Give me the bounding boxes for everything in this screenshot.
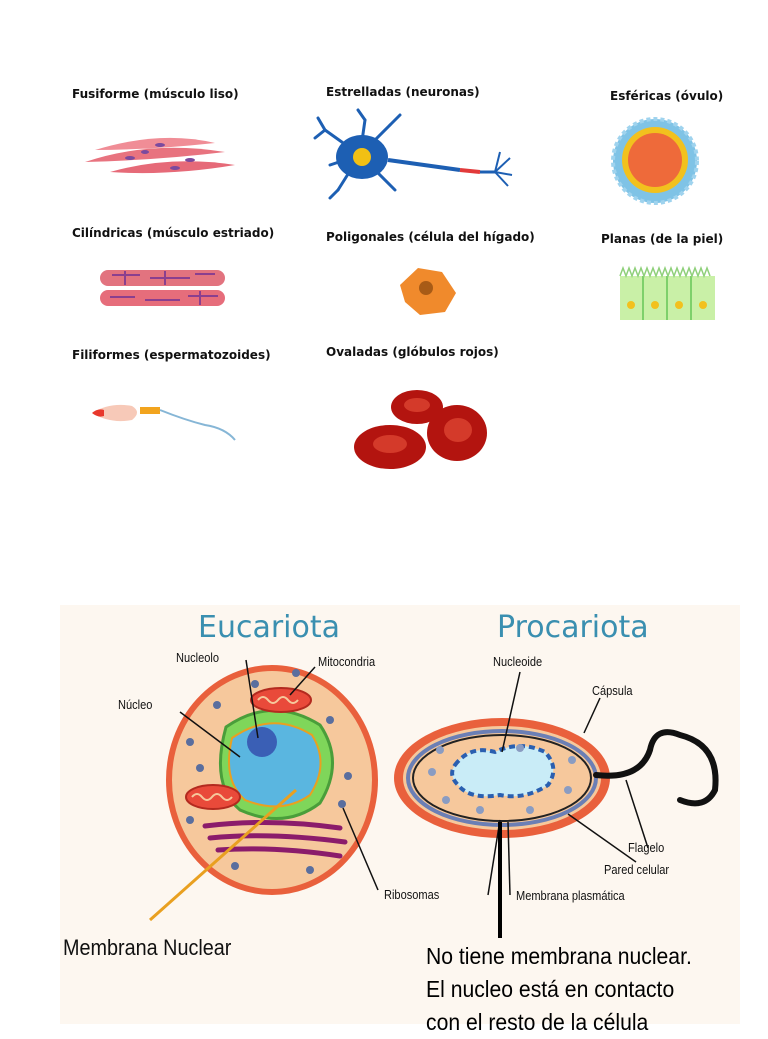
- label-mitocondria: Mitocondria: [318, 654, 376, 669]
- eukaryotic-cell-illustration: [166, 665, 378, 895]
- nuclear-membrane-pointer: [149, 788, 297, 922]
- sperm-cell-illustration: [92, 404, 236, 441]
- striated-muscle-illustration: [100, 270, 225, 306]
- label-flagelo: Flagelo: [628, 840, 665, 855]
- callout-lines: [179, 659, 649, 896]
- eucariota-title: Eucariota: [198, 610, 341, 645]
- label-ovaladas: Ovaladas (glóbulos rojos): [326, 345, 499, 359]
- prokaryotic-cell-illustration: [394, 718, 719, 838]
- label-ribosomas: Ribosomas: [384, 887, 440, 902]
- label-esfericas: Esféricas (óvulo): [610, 89, 724, 103]
- flat-epithelial-cells-illustration: [619, 265, 715, 320]
- label-cilindricas: Cilíndricas (músculo estriado): [72, 226, 275, 240]
- neuron-illustration: [313, 108, 513, 200]
- procariota-title: Procariota: [497, 610, 649, 645]
- note-line-3: con el resto de la célula: [426, 1009, 649, 1035]
- smooth-muscle-cells-illustration: [85, 137, 235, 174]
- note-line-2: El nucleo está en contacto: [426, 976, 675, 1002]
- label-filiformes: Filiformes (espermatozoides): [72, 348, 271, 362]
- liver-cell-illustration: [400, 268, 456, 315]
- label-nucleoide: Nucleoide: [493, 654, 543, 669]
- no-nuclear-membrane-note: No tiene membrana nuclear. El nucleo est…: [426, 940, 692, 1039]
- label-capsula: Cápsula: [592, 683, 633, 698]
- red-blood-cells-illustration: [354, 390, 487, 469]
- ovum-illustration: [611, 117, 699, 205]
- label-membrana-plasmatica: Membrana plasmática: [516, 888, 625, 903]
- label-estrelladas: Estrelladas (neuronas): [326, 85, 480, 99]
- label-fusiforme: Fusiforme (músculo liso): [72, 87, 239, 101]
- label-nucleolo: Nucleolo: [176, 650, 220, 665]
- label-poligonales: Poligonales (célula del hígado): [326, 230, 535, 244]
- note-line-1: No tiene membrana nuclear.: [426, 943, 692, 969]
- label-pared-celular: Pared celular: [604, 862, 670, 877]
- label-membrana-nuclear: Membrana Nuclear: [63, 935, 232, 960]
- label-nucleo: Núcleo: [118, 697, 153, 712]
- label-planas: Planas (de la piel): [601, 232, 724, 246]
